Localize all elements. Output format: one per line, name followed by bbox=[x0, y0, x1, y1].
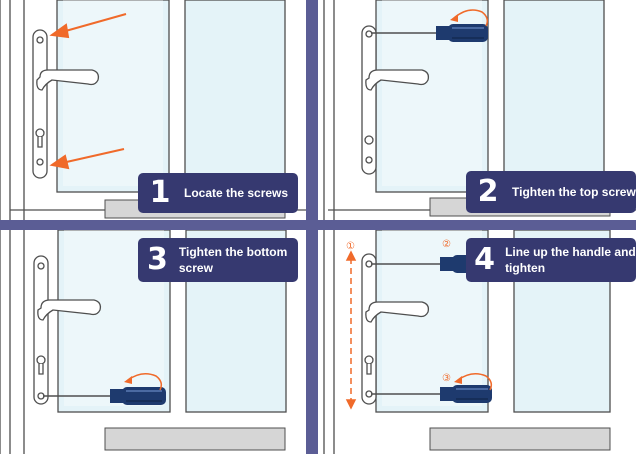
rotation-arrow-icon bbox=[454, 373, 493, 391]
step-number: 4 bbox=[474, 242, 495, 277]
handle-backplate bbox=[33, 255, 102, 405]
glass-pane-right bbox=[503, 0, 605, 193]
step-text: Locate the screws bbox=[184, 186, 289, 200]
screwdriver-icon bbox=[371, 385, 492, 403]
step-2-label: 2 Tighten the top screw bbox=[466, 171, 636, 213]
step-3-label: 3 Tighten the bottom screw bbox=[138, 238, 298, 282]
door-frame bbox=[323, 230, 335, 454]
step-text: Tighten the bottom screw bbox=[178, 245, 288, 275]
marker-two: ② bbox=[442, 239, 451, 250]
step-1-illustration bbox=[0, 0, 306, 220]
screwdriver-icon bbox=[371, 24, 488, 42]
handle-backplate bbox=[32, 29, 100, 179]
alignment-guide bbox=[345, 250, 357, 410]
door-frame bbox=[0, 230, 25, 454]
screwdriver-icon bbox=[43, 387, 166, 405]
handle-backplate bbox=[361, 253, 430, 405]
step-number: 2 bbox=[477, 174, 499, 209]
horizontal-divider bbox=[0, 220, 636, 230]
step-4-label: 4 Line up the handle and tighten bbox=[466, 238, 636, 282]
rotation-arrow-icon bbox=[124, 373, 163, 391]
step-number: 3 bbox=[147, 242, 168, 277]
rotation-arrow-icon bbox=[450, 9, 489, 27]
step-1-panel: 1 Locate the screws bbox=[0, 0, 306, 220]
locate-arrows bbox=[49, 13, 127, 170]
step-text: Tighten the top screw bbox=[512, 185, 636, 199]
step-1-label: 1 Locate the screws bbox=[138, 173, 298, 213]
marker-one: ① bbox=[346, 241, 355, 252]
step-2-illustration bbox=[323, 0, 636, 220]
step-2-panel: 2 Tighten the top screw bbox=[318, 0, 636, 220]
letterbox bbox=[104, 427, 286, 451]
marker-three: ③ bbox=[442, 373, 451, 384]
letterbox bbox=[429, 427, 611, 451]
step-3-panel: 3 Tighten the bottom screw bbox=[0, 230, 306, 454]
handle-backplate bbox=[361, 25, 430, 175]
glass-pane-right bbox=[184, 0, 286, 193]
step-number: 1 bbox=[149, 175, 171, 210]
step-4-panel: ① ② ③ 4 Line up the handle and tighten bbox=[318, 230, 636, 454]
step-text: Line up the handle and tighten bbox=[505, 245, 636, 275]
